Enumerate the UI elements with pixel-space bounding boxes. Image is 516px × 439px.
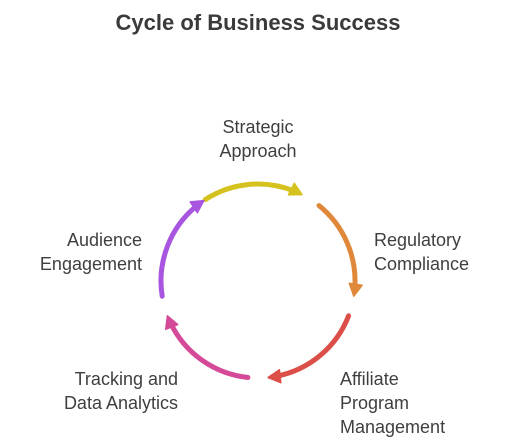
arc-regulatory-compliance-arrowhead [348,282,363,297]
arc-affiliate-program-management [274,313,352,379]
arc-audience-engagement-arrowhead [189,199,205,214]
arc-regulatory-compliance [316,203,358,291]
arc-strategic-approach-arrowhead [287,182,303,196]
stage-label-regulatory-compliance: Regulatory Compliance [374,230,470,274]
diagram-title: Cycle of Business Success [115,10,401,35]
arc-tracking-data-analytics [168,321,251,380]
stage-label-affiliate-program-management: Affiliate Program Management [340,369,446,437]
stage-label-audience-engagement: Audience Engagement [39,230,142,274]
arc-tracking-data-analytics-arrowhead [164,315,179,331]
arc-strategic-approach [202,181,297,203]
arc-affiliate-program-management-arrowhead [267,368,282,384]
stage-label-tracking-data-analytics: Tracking and Data Analytics [63,369,178,413]
arc-audience-engagement [158,203,200,299]
stage-label-strategic-approach: Strategic Approach [219,117,297,161]
